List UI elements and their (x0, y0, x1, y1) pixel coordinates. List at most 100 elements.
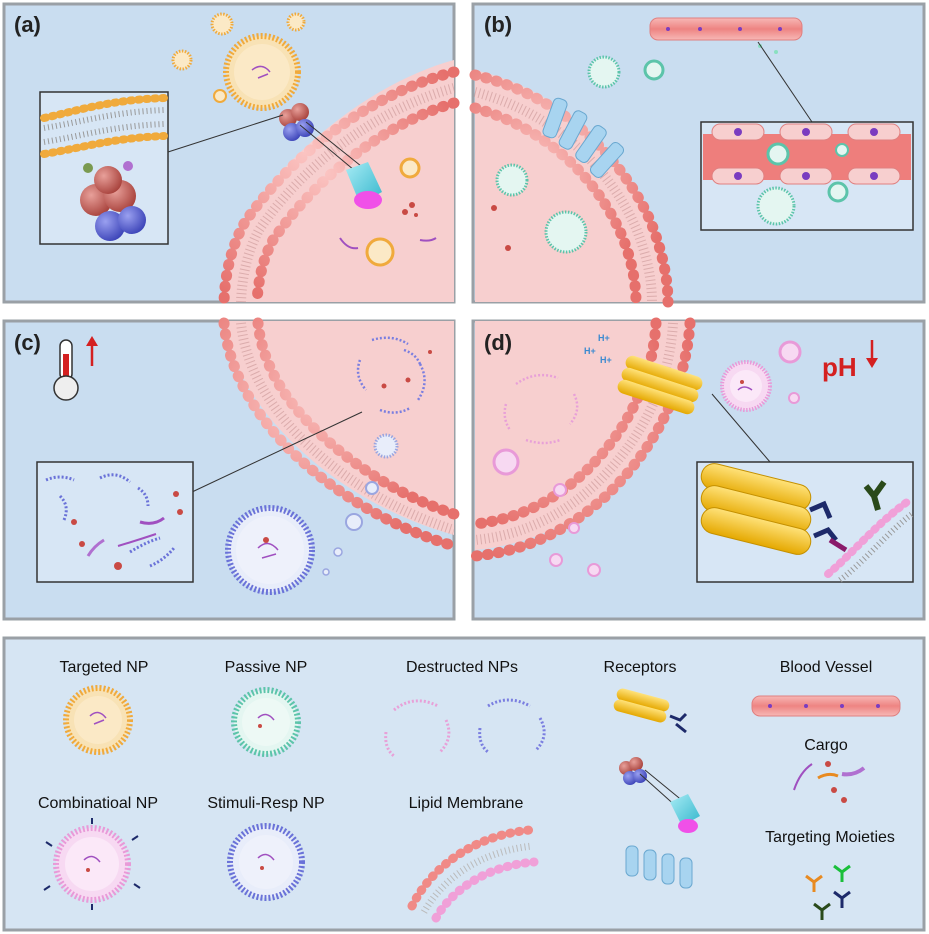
panel-a: (a) (2, 2, 460, 308)
stimuli-resp-np (373, 433, 399, 459)
cargo-dot (428, 350, 432, 354)
destructed-np (356, 336, 426, 414)
legend-destructed-nps-label: Destructed NPs (406, 659, 518, 676)
legend-passive-np-label: Passive NP (225, 659, 308, 676)
legend-combinational-np-label: Combinatioal NP (38, 795, 158, 812)
legend-cargo-icon (793, 761, 866, 803)
membrane-tails (473, 87, 657, 303)
legend-blood-vessel-icon (751, 695, 901, 717)
combinational-np (720, 360, 772, 412)
internal-np (399, 157, 421, 179)
combinational-np (549, 553, 563, 567)
panel-c-label: (c) (14, 330, 41, 355)
targeted-np-small (286, 12, 306, 32)
combinational-np (778, 340, 802, 364)
temperature-up-arrow (86, 336, 98, 366)
cargo-dot (491, 205, 497, 211)
internal-np (365, 237, 395, 267)
inset-b (700, 121, 914, 231)
ph-label: pH (822, 352, 857, 382)
yellow-receptor (617, 355, 703, 415)
panel-d: H+ H+ H+ pH (469, 317, 926, 621)
membrane-outer-leaflet (469, 69, 674, 308)
zoom-line (191, 411, 363, 493)
panel-d-label: (d) (484, 330, 512, 355)
passive-np (544, 210, 588, 254)
passive-np (643, 59, 665, 81)
zoom-line (757, 41, 813, 123)
ph-down-arrow (866, 340, 878, 368)
stimuli-resp-np (333, 547, 343, 557)
targeted-np-large (223, 33, 301, 111)
legend-targeted-np-label: Targeted NP (60, 659, 149, 676)
combinational-np (788, 392, 800, 404)
targeted-np-small (171, 49, 193, 71)
legend-destructed-nps-icon (384, 698, 546, 758)
legend-stimuli-resp-np-label: Stimuli-Resp NP (207, 795, 324, 812)
blood-vessel-top (649, 17, 803, 54)
zoom-line (711, 393, 771, 463)
legend-targeting-moieties-label: Targeting Moieties (765, 829, 895, 846)
zoom-line (167, 114, 284, 153)
channel-protein (346, 162, 382, 209)
stimuli-resp-np (345, 513, 363, 531)
legend-transmembrane-icon (625, 845, 693, 889)
panel-b-label: (b) (484, 12, 512, 37)
legend-blood-vessel-label: Blood Vessel (780, 659, 873, 676)
panel-c: (c) (2, 317, 460, 621)
legend-targeting-moieties-icon (805, 864, 851, 920)
passive-np (495, 163, 529, 197)
cargo-strand (419, 237, 437, 242)
combinational-np (568, 522, 580, 534)
combinational-np (492, 448, 520, 476)
membrane-inner-leaflet (469, 102, 642, 308)
stimuli-resp-np (365, 481, 379, 495)
cell-interior (226, 321, 454, 535)
transmembrane-proteins (542, 97, 625, 178)
stimuli-resp-np-large (225, 505, 315, 595)
cargo-dot (414, 213, 418, 217)
cargo-dot (409, 202, 415, 208)
combinational-np (553, 483, 567, 497)
legend-lipid-membrane-icon (407, 825, 539, 923)
panel-a-label: (a) (14, 12, 41, 37)
hplus-label: H+ (584, 346, 596, 356)
cargo-dot (405, 377, 411, 383)
membrane-tails (236, 83, 456, 303)
legend-receptor-yellow-icon (613, 688, 688, 734)
inset-a (39, 91, 169, 245)
legend-passive-np-icon (231, 687, 301, 757)
targeted-np-small (210, 12, 234, 36)
cargo-dot (381, 383, 387, 389)
membrane-inner-leaflet (252, 317, 460, 520)
legend-combinational-np-icon (43, 818, 141, 910)
cargo-strand (339, 237, 359, 250)
receptor-cluster (279, 103, 367, 176)
destructed-np (503, 373, 579, 445)
legend-lipid-membrane-label: Lipid Membrane (409, 795, 524, 812)
panel-b: (b) (469, 2, 926, 308)
membrane-tails (474, 322, 678, 545)
legend-targeted-np-icon (63, 685, 133, 755)
thermometer-icon (53, 339, 79, 401)
hplus-label: H+ (600, 355, 612, 365)
membrane-inner-leaflet (251, 97, 460, 308)
inset-d (696, 461, 914, 583)
legend-receptor-cluster-icon (619, 757, 700, 833)
membrane-outer-leaflet (218, 317, 460, 552)
legend: Targeted NP Passive NP Destructed NPs (2, 636, 926, 932)
cargo-dot (505, 245, 511, 251)
passive-np (587, 55, 621, 89)
legend-receptors-label: Receptors (604, 659, 677, 676)
membrane-outer-leaflet (218, 66, 460, 308)
cell-interior (226, 60, 454, 302)
cargo-dot (402, 209, 408, 215)
hplus-label: H+ (598, 333, 610, 343)
combinational-np (587, 563, 601, 577)
legend-stimuli-resp-np-icon (227, 823, 305, 901)
targeted-np-small (213, 89, 227, 103)
stimuli-resp-np (322, 568, 330, 576)
legend-cargo-label: Cargo (804, 737, 848, 754)
